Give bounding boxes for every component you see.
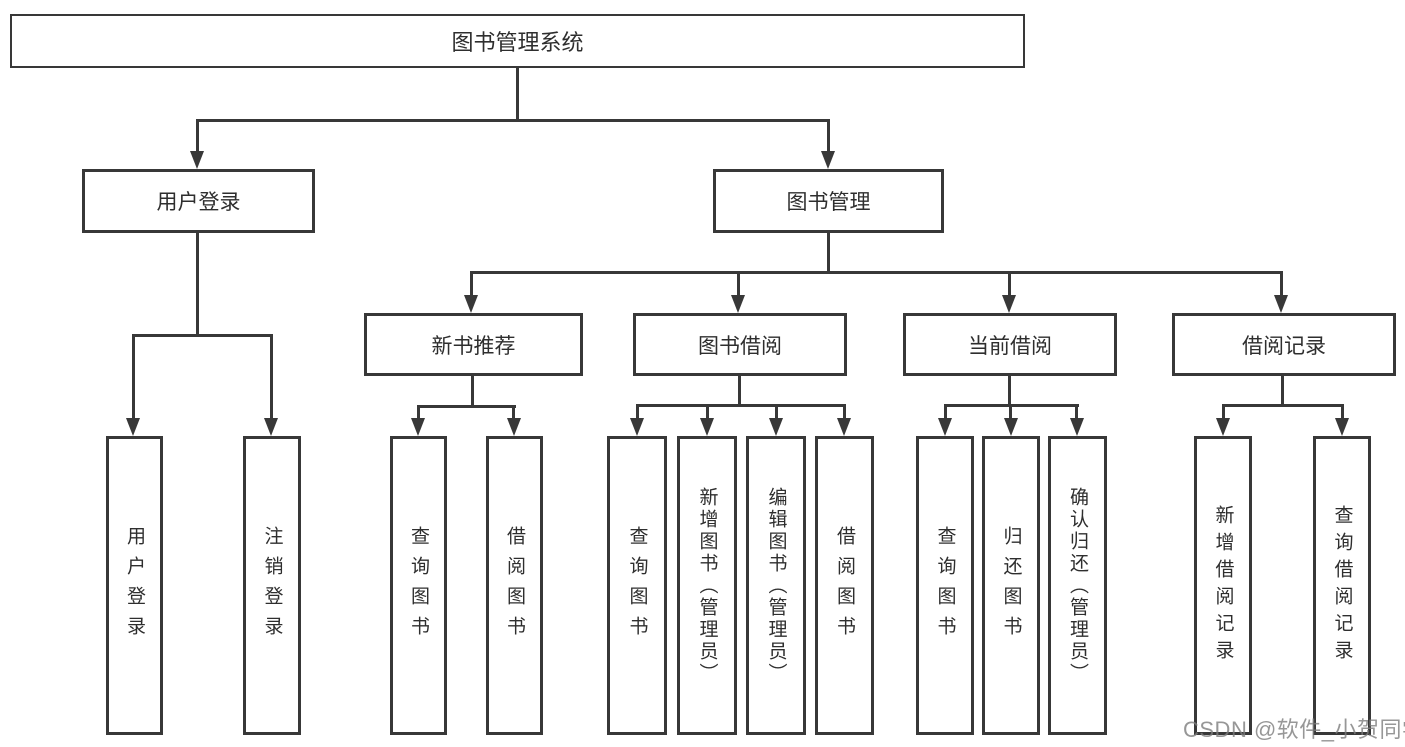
leaf-borrow-query-book: 查询图书 xyxy=(607,436,667,735)
leaf-borrow-borrow-book-label: 借阅图书 xyxy=(834,525,855,646)
arrow-down-icon xyxy=(731,295,745,313)
arrow-down-icon xyxy=(1274,295,1288,313)
arrow-down-icon xyxy=(1004,418,1018,436)
connector-line xyxy=(944,404,947,420)
leaf-logout: 注销登录 xyxy=(243,436,301,735)
leaf-record-add-record-label: 新增借阅记录 xyxy=(1212,504,1234,667)
connector-line xyxy=(827,119,830,153)
connector-line xyxy=(470,271,473,297)
leaf-borrow-add-book-admin: 新增图书（管理员） xyxy=(677,436,737,735)
leaf-recommend-query-book: 查询图书 xyxy=(390,436,447,735)
connector-line xyxy=(270,334,273,420)
connector-line xyxy=(417,405,420,420)
node-borrow-record-label: 借阅记录 xyxy=(1242,334,1326,358)
connector-line xyxy=(516,66,519,121)
arrow-down-icon xyxy=(630,418,644,436)
connector-line xyxy=(1222,404,1344,407)
connector-line xyxy=(471,376,474,407)
arrow-down-icon xyxy=(821,151,835,169)
connector-line xyxy=(512,405,515,420)
leaf-recommend-query-book-label: 查询图书 xyxy=(408,525,429,646)
arrow-down-icon xyxy=(190,151,204,169)
connector-line xyxy=(1341,404,1344,420)
arrow-down-icon xyxy=(464,295,478,313)
connector-line xyxy=(843,404,846,420)
node-book-management: 图书管理 xyxy=(713,169,944,233)
connector-line xyxy=(1009,404,1012,420)
leaf-record-query-record-label: 查询借阅记录 xyxy=(1331,504,1353,667)
leaf-current-return-book: 归还图书 xyxy=(982,436,1040,735)
arrow-down-icon xyxy=(126,418,140,436)
leaf-borrow-borrow-book: 借阅图书 xyxy=(815,436,874,735)
connector-line xyxy=(132,334,135,420)
connector-line xyxy=(196,233,199,336)
connector-line xyxy=(1281,376,1284,406)
node-user-login-label: 用户登录 xyxy=(156,191,241,214)
leaf-current-query-book: 查询图书 xyxy=(916,436,974,735)
watermark: CSDN @软件_小贺同学 xyxy=(1183,717,1405,742)
connector-line xyxy=(1008,376,1011,406)
leaf-current-confirm-return-admin-label: 确认归还（管理员） xyxy=(1067,486,1088,685)
arrow-down-icon xyxy=(507,418,521,436)
node-book-borrow-label: 图书借阅 xyxy=(698,334,782,358)
connector-line xyxy=(1008,271,1011,297)
arrow-down-icon xyxy=(837,418,851,436)
arrow-down-icon xyxy=(1216,418,1230,436)
connector-line xyxy=(636,404,846,407)
node-borrow-record: 借阅记录 xyxy=(1172,313,1396,376)
connector-line xyxy=(1222,404,1225,420)
connector-line xyxy=(737,271,740,297)
leaf-current-return-book-label: 归还图书 xyxy=(1000,525,1022,646)
leaf-borrow-edit-book-admin-label: 编辑图书（管理员） xyxy=(765,486,787,685)
leaf-record-query-record: 查询借阅记录 xyxy=(1313,436,1371,735)
connector-line xyxy=(738,376,741,406)
arrow-down-icon xyxy=(264,418,278,436)
connector-line xyxy=(132,334,273,337)
connector-line xyxy=(417,405,516,408)
node-current-borrow: 当前借阅 xyxy=(903,313,1117,376)
connector-line xyxy=(1075,404,1078,420)
connector-line xyxy=(775,404,778,420)
arrow-down-icon xyxy=(1335,418,1349,436)
arrow-down-icon xyxy=(1070,418,1084,436)
connector-line xyxy=(470,271,1283,274)
node-book-borrow: 图书借阅 xyxy=(633,313,847,376)
connector-line xyxy=(706,404,709,420)
leaf-logout-label: 注销登录 xyxy=(261,525,283,646)
leaf-user-login: 用户登录 xyxy=(106,436,163,735)
leaf-recommend-borrow-book: 借阅图书 xyxy=(486,436,543,735)
leaf-current-query-book-label: 查询图书 xyxy=(934,525,956,646)
connector-line xyxy=(1280,271,1283,297)
leaf-user-login-label: 用户登录 xyxy=(124,525,145,646)
leaf-borrow-add-book-admin-label: 新增图书（管理员） xyxy=(696,486,718,685)
leaf-borrow-edit-book-admin: 编辑图书（管理员） xyxy=(746,436,806,735)
node-current-borrow-label: 当前借阅 xyxy=(968,334,1052,358)
arrow-down-icon xyxy=(411,418,425,436)
leaf-recommend-borrow-book-label: 借阅图书 xyxy=(504,525,525,646)
arrow-down-icon xyxy=(769,418,783,436)
node-root: 图书管理系统 xyxy=(10,14,1025,68)
connector-line xyxy=(636,404,639,420)
arrow-down-icon xyxy=(938,418,952,436)
leaf-borrow-query-book-label: 查询图书 xyxy=(626,525,648,646)
node-user-login: 用户登录 xyxy=(82,169,315,233)
arrow-down-icon xyxy=(1002,295,1016,313)
connector-line xyxy=(196,119,830,122)
leaf-current-confirm-return-admin: 确认归还（管理员） xyxy=(1048,436,1107,735)
arrow-down-icon xyxy=(700,418,714,436)
connector-line xyxy=(196,119,199,153)
node-new-book-recommend: 新书推荐 xyxy=(364,313,583,376)
node-book-management-label: 图书管理 xyxy=(786,191,871,214)
leaf-record-add-record: 新增借阅记录 xyxy=(1194,436,1252,735)
connector-line xyxy=(827,233,830,274)
node-new-book-recommend-label: 新书推荐 xyxy=(431,334,516,358)
node-root-label: 图书管理系统 xyxy=(451,30,584,55)
